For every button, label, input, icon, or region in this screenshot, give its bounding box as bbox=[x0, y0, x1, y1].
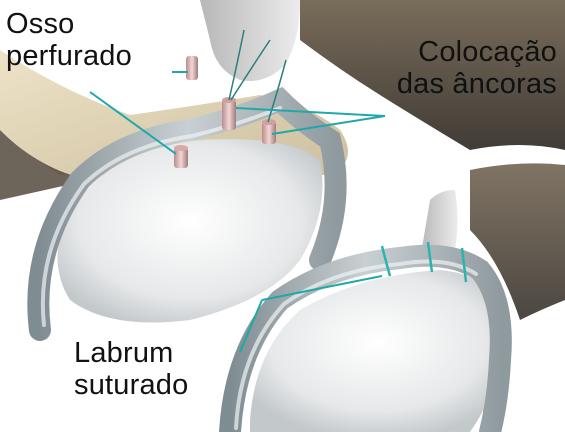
label-drilled-bone-line-2: perfurado bbox=[6, 40, 132, 72]
label-sutured-labrum-line-1: Labrum bbox=[74, 337, 188, 369]
label-anchor-placement-line-2: das âncoras bbox=[397, 68, 557, 100]
anchor-2 bbox=[262, 119, 276, 144]
anchor-1 bbox=[222, 97, 236, 130]
drilled-hole-anchor bbox=[174, 145, 188, 168]
label-drilled-bone-line-1: Osso bbox=[6, 8, 132, 40]
coracoid-shape bbox=[200, 0, 300, 81]
anchor-top bbox=[186, 56, 198, 80]
label-sutured-labrum: Labrum suturado bbox=[74, 337, 188, 401]
label-anchor-placement-line-1: Colocação bbox=[397, 36, 557, 68]
label-drilled-bone: Osso perfurado bbox=[6, 8, 132, 72]
label-sutured-labrum-line-2: suturado bbox=[74, 369, 188, 401]
label-anchor-placement: Colocação das âncoras bbox=[397, 36, 557, 100]
